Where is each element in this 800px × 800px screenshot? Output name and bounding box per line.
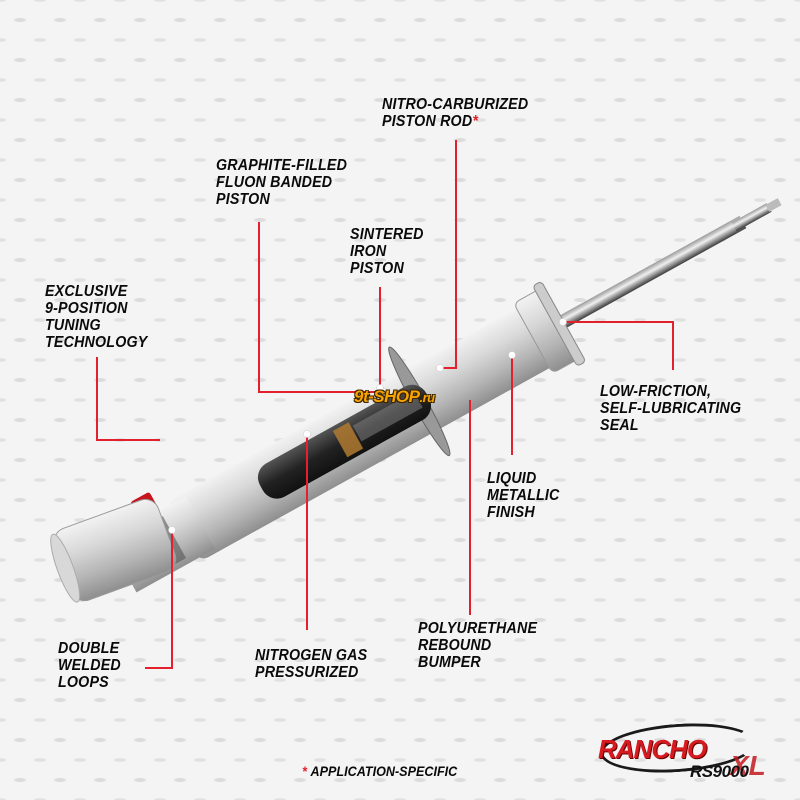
callout-nitrogen-gas-pressurized: NITROGEN GAS PRESSURIZED — [255, 647, 368, 681]
logo-suffix: XL — [730, 750, 766, 781]
callout-exclusive-9-position-tuning: EXCLUSIVE 9-POSITION TUNING TECHNOLOGY — [45, 283, 148, 351]
footnote: *APPLICATION-SPECIFIC — [302, 763, 457, 779]
watermark-tld: .ru — [419, 390, 435, 405]
logo-model: RS9000 — [690, 762, 749, 781]
callout-graphite-filled-fluon-banded-piston: GRAPHITE-FILLED FLUON BANDED PISTON — [216, 157, 348, 208]
callout-liquid-metallic-finish: LIQUID METALLIC FINISH — [487, 470, 560, 521]
callout-text: NITRO-CARBURIZED PISTON ROD — [382, 96, 529, 130]
rancho-logo: RANCHO XL RS9000 — [590, 718, 790, 790]
callout-polyurethane-rebound-bumper: POLYURETHANE REBOUND BUMPER — [418, 620, 538, 671]
leader-lines — [96, 140, 674, 669]
footnote-text: APPLICATION-SPECIFIC — [310, 763, 458, 779]
watermark-text: 9t-SHOP — [354, 387, 420, 406]
callout-low-friction-seal: LOW-FRICTION, SELF-LUBRICATING SEAL — [600, 383, 742, 434]
watermark: 9t-SHOP.ru — [354, 387, 435, 407]
logo-brand: RANCHO — [598, 734, 707, 764]
callout-double-welded-loops: DOUBLE WELDED LOOPS — [58, 640, 121, 691]
callout-sintered-iron-piston: SINTERED IRON PISTON — [350, 226, 424, 277]
callout-dots — [168, 318, 567, 534]
asterisk-icon: * — [472, 113, 479, 130]
callout-nitro-carburized-piston-rod: NITRO-CARBURIZED PISTON ROD* — [382, 96, 528, 130]
asterisk-icon: * — [302, 763, 307, 779]
